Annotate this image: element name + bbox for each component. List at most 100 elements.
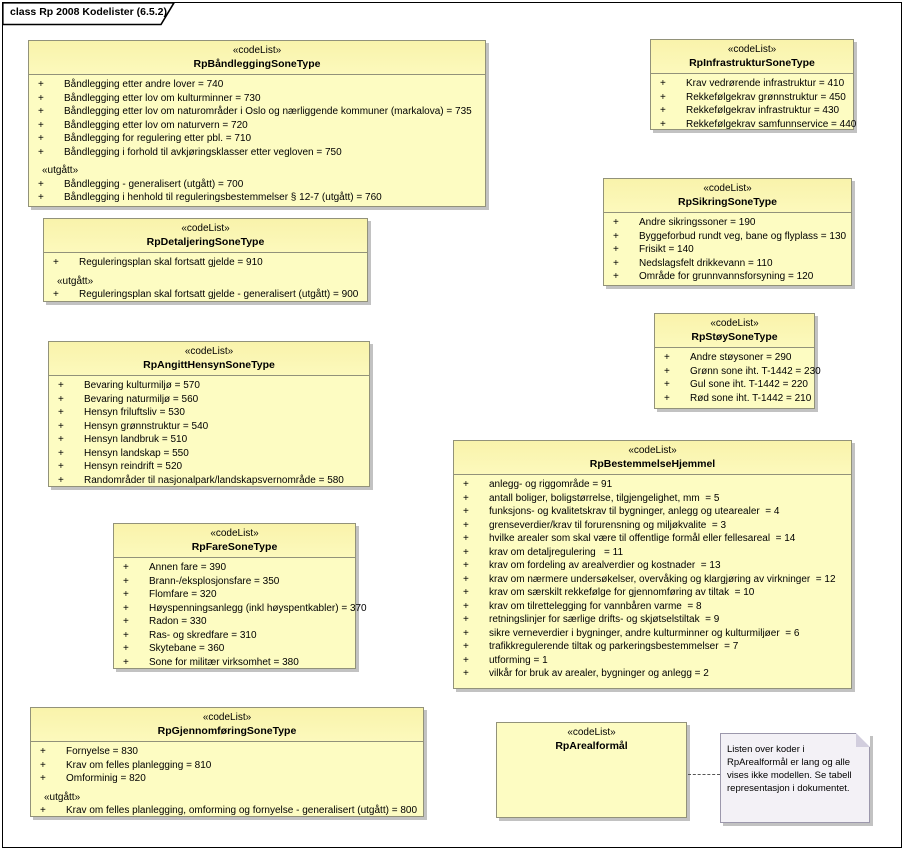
note-rp-arealformal[interactable]: Listen over koder i RpArealformål er lan… xyxy=(720,733,870,823)
attribute-row: +Rød sone iht. T-1442 = 210 xyxy=(664,392,811,406)
attribute-row: +trafikkregulerende tiltak og parkerings… xyxy=(463,640,847,654)
attribute-text: Brann-/eksplosjonsfare = 350 xyxy=(149,575,280,587)
attribute-text: Byggeforbud rundt veg, bane og flyplass … xyxy=(639,230,847,242)
attribute-text: Bevaring kulturmiljø = 570 xyxy=(84,380,200,391)
attribute-row: + Område for grunnvannsforsyning = 120 xyxy=(613,270,847,284)
class-box-rp-arealformal[interactable]: «codeList» RpArealformål xyxy=(496,722,687,818)
visibility-plus-icon: + xyxy=(38,106,44,117)
attribute-row: +hvilke arealer som skal være til offent… xyxy=(463,532,847,546)
attribute-text: Hensyn landbruk = 510 xyxy=(84,434,188,445)
attribute-compartment: + Bevaring kulturmiljø = 570 + Bevaring nat… xyxy=(49,376,369,490)
class-box-rp-infrastruktur-sone-type[interactable]: «codeList» RpInfrastrukturSoneType +Krav… xyxy=(650,39,856,130)
stereotype-label: «codeList» xyxy=(727,44,777,55)
attribute-text: Bevaring naturmiljø = 560 xyxy=(84,393,199,405)
visibility-plus-icon: + xyxy=(58,474,64,486)
attribute-row: +utforming = 1 xyxy=(463,654,847,668)
class-header: «codeList» RpGjennomføringSoneType xyxy=(31,708,423,742)
class-name: RpArealformål xyxy=(555,740,628,752)
class-box-rp-detaljering-sone-type[interactable]: «codeList» RpDetaljeringSoneType +Regule… xyxy=(43,218,368,302)
attribute-row: + Reguleringsplan skal fortsatt gjelde = … xyxy=(53,256,363,270)
frame-tab xyxy=(2,2,176,26)
class-box-rp-bandlegging-sone-type[interactable]: «codeList» RpBåndleggingSoneType +Båndle… xyxy=(28,40,486,207)
visibility-plus-icon: + xyxy=(38,79,44,90)
visibility-plus-icon: + xyxy=(463,587,469,598)
class-box-rp-fare-sone-type[interactable]: «codeList» RpFareSoneType +Annen fare = … xyxy=(113,523,367,672)
attribute-text: Hensyn landskap = 550 xyxy=(84,447,189,459)
class-header: «codeList» RpStøySoneType xyxy=(655,314,814,348)
visibility-plus-icon: + xyxy=(463,560,469,571)
attribute-text: Høyspenningsanlegg (inkl høyspentkabler)… xyxy=(149,602,367,614)
attribute-row: +Båndlegging etter andre lover = 740 xyxy=(38,78,481,92)
attribute-row: +vilkår for bruk av arealer, bygninger o… xyxy=(463,667,847,681)
attribute-text: Randområder til nasjonalpark/landskapsve… xyxy=(84,474,344,486)
class-box-rp-angitt-hensyn-sone-type[interactable]: «codeList» RpAngittHensynSoneType +Bevar… xyxy=(48,341,370,487)
attribute-row: +Høyspenningsanlegg (inkl høyspentkabler… xyxy=(123,602,367,616)
visibility-plus-icon: + xyxy=(613,244,619,255)
stereotype-label: «codeList» xyxy=(628,445,677,456)
attribute-list-utgatt: +Reguleringsplan skal fortsatt gjelde - … xyxy=(53,288,363,302)
attribute-text: Annen fare = 390 xyxy=(149,562,227,573)
attribute-list: + Bevaring kulturmiljø = 570 + Bevaring nat… xyxy=(58,379,365,487)
attribute-text: Omforminig = 820 xyxy=(66,773,146,784)
utgatt-stereotype-label: «utgått» xyxy=(44,791,81,803)
attribute-text: trafikkregulerende tiltak og parkeringsb… xyxy=(489,641,739,652)
attribute-row: +Krav om felles planlegging, omforming o… xyxy=(40,804,419,818)
attribute-row: +Flomfare = 320 xyxy=(123,588,351,602)
class-header: «codeList» RpInfrastrukturSoneType xyxy=(651,40,853,74)
attribute-text: Båndlegging - generalisert (utgått) = 70… xyxy=(64,178,244,190)
attribute-list-utgatt: +Båndlegging - generalisert (utgått) = 7… xyxy=(38,178,481,205)
attribute-compartment: +Krav vedrørende infrastruktur = 410+Rek… xyxy=(651,74,856,134)
note-text: Listen over koder i RpArealformål er lan… xyxy=(727,744,852,794)
visibility-plus-icon: + xyxy=(53,257,59,268)
attribute-row: +krav om særskilt rekkefølge for gjennom… xyxy=(463,586,847,600)
attribute-text: Hensyn grønnstruktur = 540 xyxy=(84,420,209,432)
attribute-row: +grenseverdier/krav til forurensning og … xyxy=(463,519,847,533)
attribute-compartment: +Annen fare = 390+Brann-/eksplosjonsfare… xyxy=(114,558,367,672)
visibility-plus-icon: + xyxy=(660,78,666,89)
visibility-plus-icon: + xyxy=(613,217,619,228)
attribute-row: +sikre verneverdier i bygninger, andre k… xyxy=(463,627,847,641)
attribute-text: Flomfare = 320 xyxy=(149,589,217,600)
visibility-plus-icon: + xyxy=(463,627,469,639)
attribute-row: +retningslinjer for særlige drifts- og s… xyxy=(463,613,847,627)
attribute-compartment: +Andre sikringssoner = 190+Byggeforbud r… xyxy=(604,213,851,287)
attribute-row: + Bevaring kulturmiljø = 570 xyxy=(58,379,365,393)
attribute-row: +Båndlegging etter lov om kulturminner =… xyxy=(38,92,481,106)
visibility-plus-icon: + xyxy=(463,492,469,504)
class-box-rp-sikring-sone-type[interactable]: «codeList» RpSikringSoneType +Andre sikr… xyxy=(603,178,852,286)
attribute-list: +anlegg- og riggområde = 91+antall bolig… xyxy=(463,478,847,681)
attribute-row: +Rekkefølgekrav grønnstruktur = 450 xyxy=(660,91,849,105)
attribute-row: +Hensyn reindrift = 520 xyxy=(58,460,365,474)
visibility-plus-icon: + xyxy=(40,805,46,816)
attribute-text: Båndlegging i henhold til reguleringsbes… xyxy=(64,192,382,203)
attribute-text: Båndlegging for regulering etter pbl. = … xyxy=(64,133,252,144)
class-box-rp-gjennomforing-sone-type[interactable]: «codeList» RpGjennomføringSoneType +Forn… xyxy=(30,707,424,817)
visibility-plus-icon: + xyxy=(58,434,64,445)
attribute-text: Andre støysoner = 290 xyxy=(690,352,792,363)
attribute-row: +Rekkefølgekrav samfunnservice = 440 xyxy=(660,118,856,132)
visibility-plus-icon: + xyxy=(463,533,469,544)
class-box-rp-stoy-sone-type[interactable]: «codeList» RpStøySoneType +Andre støyson… xyxy=(654,313,821,409)
stereotype-label: «codeList» xyxy=(710,318,759,329)
attribute-row: +funksjons- og kvalitetskrav til bygning… xyxy=(463,505,847,519)
attribute-list-utgatt: +Krav om felles planlegging, omforming o… xyxy=(40,804,419,818)
visibility-plus-icon: + xyxy=(660,91,666,103)
attribute-text: Reguleringsplan skal fortsatt gjelde = 9… xyxy=(79,257,263,268)
visibility-plus-icon: + xyxy=(613,271,619,282)
attribute-row: +Båndlegging - generalisert (utgått) = 7… xyxy=(38,178,481,192)
attribute-list: + Reguleringsplan skal fortsatt gjelde = … xyxy=(53,256,363,270)
attribute-list: +Andre sikringssoner = 190+Byggeforbud r… xyxy=(613,216,847,284)
visibility-plus-icon: + xyxy=(664,365,670,377)
class-box-rp-bestemmelse-hjemmel[interactable]: «codeList» RpBestemmelseHjemmel +anlegg-… xyxy=(453,440,852,689)
attribute-text: krav om fordeling av arealverdier og kos… xyxy=(489,560,721,571)
visibility-plus-icon: + xyxy=(463,506,469,517)
attribute-row: +Andre støysoner = 290 xyxy=(664,351,810,365)
attribute-row: +Byggeforbud rundt veg, bane og flyplass… xyxy=(613,230,847,244)
class-name: RpFareSoneType xyxy=(191,541,278,553)
attribute-text: Båndlegging etter lov om naturområder i … xyxy=(64,106,472,117)
attribute-row: +Fornyelse = 830 xyxy=(40,745,419,759)
attribute-text: Område for grunnvannsforsyning = 120 xyxy=(639,271,814,282)
attribute-text: Andre sikringssoner = 190 xyxy=(639,217,756,228)
visibility-plus-icon: + xyxy=(58,380,64,391)
class-name: RpStøySoneType xyxy=(691,331,778,343)
